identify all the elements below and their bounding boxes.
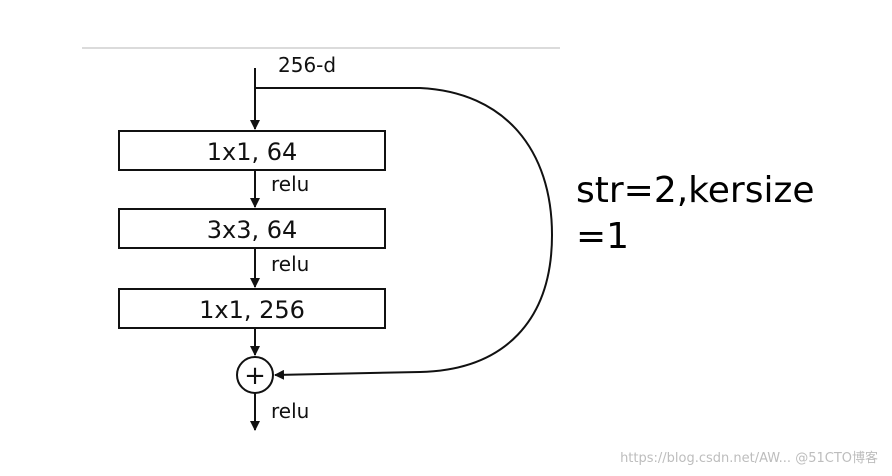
conv-block-1-label: 1x1, 64 [207,138,298,166]
conv-block-2 [118,208,386,249]
stride-kernel-annotation: str=2,kersize =1 [576,170,815,257]
relu-label-1: relu [271,172,309,196]
sum-symbol: + [244,361,266,391]
watermark: https://blog.csdn.net/AW... @51CTO博客 [620,451,878,466]
skip-connection-arrow [255,87,554,380]
conv-block-3-label: 1x1, 256 [199,296,305,324]
relu-label-3: relu [271,399,309,423]
conv-block-1 [118,130,386,171]
conv-block-2-label: 3x3, 64 [207,216,298,244]
conv-block-3 [118,288,386,329]
input-dimension-label: 256-d [278,53,336,77]
relu-label-2: relu [271,252,309,276]
